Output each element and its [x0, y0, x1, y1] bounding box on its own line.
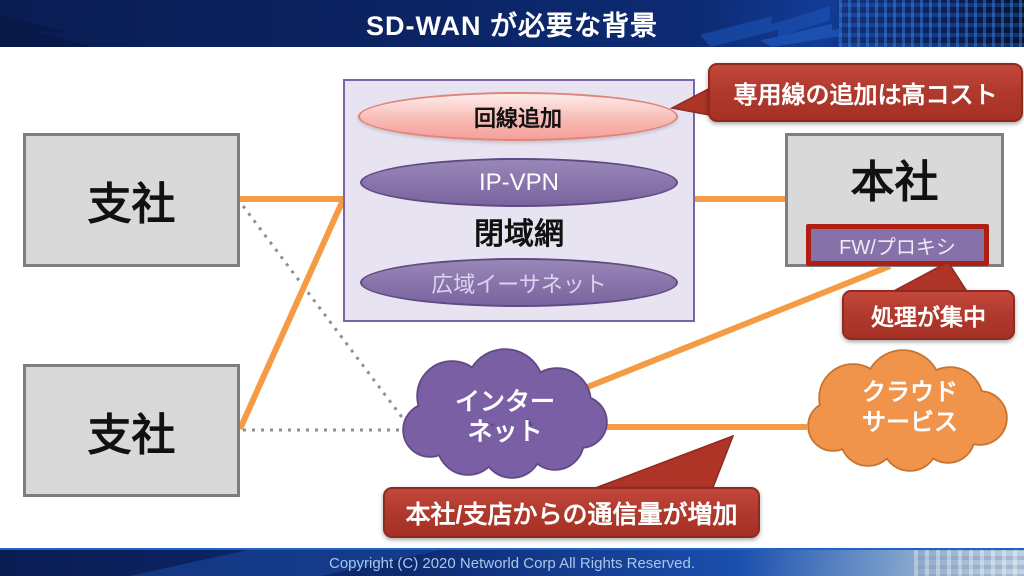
wide-ethernet-label: 広域イーサネット: [431, 271, 607, 297]
cloud-service-label: クラウド サービス: [862, 379, 958, 436]
copyright-text: Copyright (C) 2020 Networld Corp All Rig…: [329, 554, 695, 572]
ip-vpn-label: IP-VPN: [478, 168, 559, 196]
wide-ethernet-ellipse: 広域イーサネット: [360, 258, 678, 307]
headquarters-box: 本社 FW/プロキシ: [785, 133, 1004, 267]
orange-line-branch2-closednet: [237, 198, 346, 431]
processing-concentrated-callout: 処理が集中: [842, 290, 1015, 340]
header-band: SD-WAN が必要な背景: [0, 0, 1024, 47]
fw-proxy-label: FW/プロキシ: [839, 236, 956, 259]
page-title: SD-WAN が必要な背景: [366, 11, 658, 41]
high-cost-callout: 専用線の追加は高コスト: [708, 63, 1023, 122]
branch-office-top-box: 支社: [23, 133, 240, 267]
branch-office-bottom-label: 支社: [87, 410, 176, 460]
header-arrow-decoration-left: [0, 15, 94, 47]
binary-matrix-decoration: [839, 0, 1024, 47]
internet-label: インター ネット: [454, 388, 555, 446]
fw-proxy-highlight-box: FW/プロキシ: [806, 224, 989, 266]
closed-network-box: 回線追加 IP-VPN 閉域網 広域イーサネット: [343, 79, 695, 322]
closed-network-label: 閉域網: [474, 218, 564, 251]
branch-office-bottom-box: 支社: [23, 364, 240, 497]
traffic-increase-callout: 本社/支店からの通信量が増加: [383, 487, 760, 538]
line-addition-ellipse: 回線追加: [358, 92, 678, 141]
line-addition-label: 回線追加: [473, 105, 562, 131]
footer-matrix-decoration: [914, 550, 1024, 576]
traffic-callout-tail: [589, 434, 735, 491]
branch-office-top-label: 支社: [87, 180, 176, 229]
footer-band: Copyright (C) 2020 Networld Corp All Rig…: [0, 548, 1024, 576]
ip-vpn-ellipse: IP-VPN: [360, 158, 678, 207]
headquarters-label: 本社: [850, 158, 939, 207]
